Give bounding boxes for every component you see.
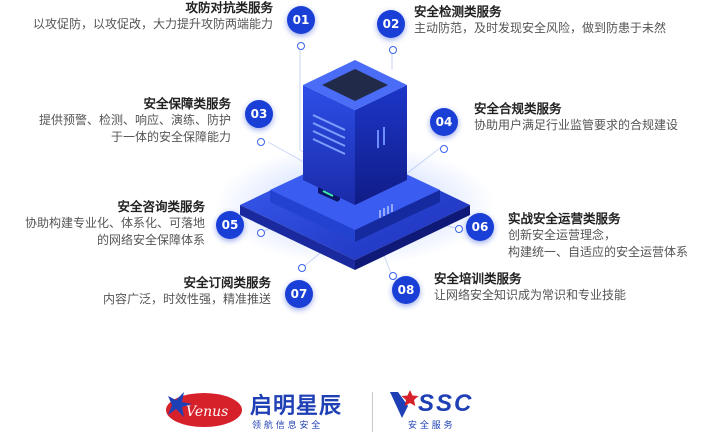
service-badge-04: 04 xyxy=(430,108,458,136)
service-badge-01: 01 xyxy=(287,6,315,34)
service-badge-05: 05 xyxy=(216,211,244,239)
venus-emblem-icon: Venus xyxy=(166,392,242,427)
venus-logo: Venus 启明星辰 领 航 信 息 安 全 xyxy=(158,386,358,432)
connector-dot xyxy=(389,46,397,54)
service-title: 安全咨询类服务 xyxy=(117,199,205,214)
vssc-mark: SSC xyxy=(418,390,474,417)
vssc-logo: SSC 安 全 服 务 xyxy=(388,386,508,432)
service-desc: 主动防范，及时发现安全风险，做到防患于未然 xyxy=(414,21,667,35)
service-01: 攻防对抗类服务 以攻促防，以攻促改，大力提升攻防两端能力 xyxy=(33,0,273,33)
service-title: 攻防对抗类服务 xyxy=(185,0,273,15)
service-desc: 协助用户满足行业监管要求的合规建设 xyxy=(474,118,679,132)
service-badge-07: 07 xyxy=(285,280,313,308)
service-title: 实战安全运营类服务 xyxy=(508,211,621,226)
service-07: 安全订阅类服务 内容广泛，时效性强，精准推送 xyxy=(103,275,271,308)
service-desc: 的网络安全保障体系 xyxy=(96,233,205,247)
service-05: 安全咨询类服务 协助构建专业化、体系化、可落地 的网络安全保障体系 xyxy=(25,199,205,249)
logo-divider xyxy=(372,392,373,432)
connector-dot xyxy=(455,225,463,233)
connector-dot xyxy=(297,42,305,50)
service-06: 实战安全运营类服务 创新安全运营理念， 构建统一、自适应的安全运营体系 xyxy=(508,211,688,261)
service-badge-08: 08 xyxy=(392,276,420,304)
service-desc: 内容广泛，时效性强，精准推送 xyxy=(102,292,271,306)
service-title: 安全合规类服务 xyxy=(474,101,562,116)
venus-tagline: 领 航 信 息 安 全 xyxy=(252,421,321,431)
service-title: 安全检测类服务 xyxy=(414,4,502,19)
connector-dot xyxy=(389,272,397,280)
service-desc: 以攻促防，以攻促改，大力提升攻防两端能力 xyxy=(32,17,273,31)
service-badge-02: 02 xyxy=(377,10,405,38)
service-title: 安全保障类服务 xyxy=(143,96,231,111)
service-badge-03: 03 xyxy=(245,100,273,128)
connector-dot xyxy=(440,145,448,153)
service-desc: 提供预警、检测、响应、演练、防护 xyxy=(38,113,231,127)
service-desc: 构建统一、自适应的安全运营体系 xyxy=(508,245,689,259)
venus-badge-text: Venus xyxy=(186,404,228,420)
service-04: 安全合规类服务 协助用户满足行业监管要求的合规建设 xyxy=(474,101,678,134)
service-02: 安全检测类服务 主动防范，及时发现安全风险，做到防患于未然 xyxy=(414,4,666,37)
service-desc: 创新安全运营理念， xyxy=(508,228,617,242)
connector-dot xyxy=(257,138,265,146)
vssc-v-star-icon xyxy=(390,390,419,418)
service-desc: 协助构建专业化、体系化、可落地 xyxy=(24,216,205,230)
service-desc: 于一体的安全保障能力 xyxy=(110,130,231,144)
service-08: 安全培训类服务 让网络安全知识成为常识和专业技能 xyxy=(434,271,626,304)
service-title: 安全培训类服务 xyxy=(434,271,522,286)
service-desc: 让网络安全知识成为常识和专业技能 xyxy=(434,288,627,302)
service-badge-06: 06 xyxy=(466,213,494,241)
connector-dot xyxy=(298,264,306,272)
vssc-tagline: 安 全 服 务 xyxy=(408,421,453,431)
venus-brand-name: 启明星辰 xyxy=(250,394,343,419)
service-title: 安全订阅类服务 xyxy=(183,275,271,290)
service-03: 安全保障类服务 提供预警、检测、响应、演练、防护 于一体的安全保障能力 xyxy=(39,96,231,146)
connector-dot xyxy=(257,229,265,237)
